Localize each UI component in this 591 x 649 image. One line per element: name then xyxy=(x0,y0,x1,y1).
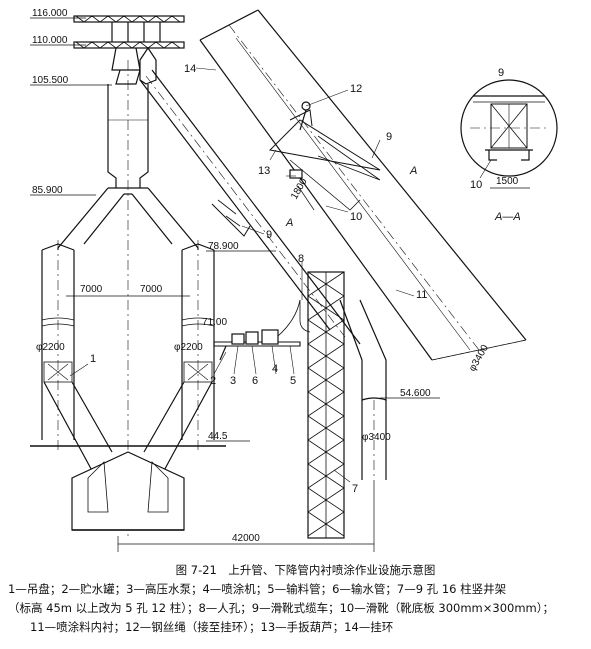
dimension-lines xyxy=(30,17,530,552)
dim-7000-right: 7000 xyxy=(140,284,163,295)
lower-base xyxy=(30,381,226,531)
elevation-110: 110.000 xyxy=(32,35,68,46)
part-9-lower: 9 xyxy=(266,229,272,241)
part-2: 2 xyxy=(210,375,216,387)
right-riser xyxy=(339,299,387,480)
top-platforms xyxy=(73,15,185,85)
part-3: 3 xyxy=(230,375,236,387)
elevation-78: 78.900 xyxy=(208,241,239,252)
part-9-section: 9 xyxy=(498,67,504,79)
inclined-downcomer xyxy=(139,69,361,345)
caption-line-1: 1—吊盘；2—贮水罐；3—高压水泵；4—喷涂机；5—输料管；6—输水管；7—9 … xyxy=(8,582,507,596)
elevation-44: 44.5 xyxy=(208,431,228,442)
caption-line-3: 11—喷涂料内衬；12—钢丝绳（接至挂环）；13—手扳葫芦；14—挂环 xyxy=(30,620,394,634)
elevation-54: 54.600 xyxy=(400,388,431,399)
part-6: 6 xyxy=(252,375,258,387)
engineering-diagram: 116.000 110.000 105.500 85.900 78.900 71… xyxy=(30,8,558,552)
part-12: 12 xyxy=(350,83,362,95)
right-leg xyxy=(181,240,215,450)
part-4: 4 xyxy=(272,363,278,375)
shaft-frame xyxy=(307,271,345,539)
leader-lines xyxy=(69,67,492,483)
part-11: 11 xyxy=(416,289,427,301)
dim-2200-left: φ2200 xyxy=(36,342,65,353)
dim-1800: 1800 xyxy=(289,176,310,201)
dim-42000: 42000 xyxy=(232,533,260,544)
section-mark-a2: A xyxy=(285,217,293,229)
elevation-85: 85.900 xyxy=(32,185,63,196)
part-13: 13 xyxy=(258,165,270,177)
dim-2200-right: φ2200 xyxy=(174,342,203,353)
part-10: 10 xyxy=(350,211,362,223)
figure-caption: 图 7-21 上升管、下降管内衬喷涂作业设施示意图 1—吊盘；2—贮水罐；3—高… xyxy=(0,561,591,637)
dim-7000-left: 7000 xyxy=(80,284,103,295)
cable-car-upper xyxy=(268,101,381,211)
elevation-71: 71.00 xyxy=(202,317,227,328)
part-9-upper: 9 xyxy=(386,131,392,143)
caption-line-2: （标高 45m 以上改为 5 孔 12 柱）；8—人孔；9—滑靴式缆车；10—滑… xyxy=(8,601,554,615)
cable-car-lower xyxy=(211,199,251,237)
part-8: 8 xyxy=(298,253,304,265)
part-5: 5 xyxy=(290,375,296,387)
part-10-section: 10 xyxy=(470,179,482,191)
section-labels: A A A—A xyxy=(285,165,521,229)
part-14: 14 xyxy=(184,63,196,75)
dim-1500: 1500 xyxy=(496,176,519,187)
part-7: 7 xyxy=(352,483,358,495)
caption-title: 图 7-21 上升管、下降管内衬喷涂作业设施示意图 xyxy=(175,563,436,577)
elevation-105: 105.500 xyxy=(32,75,69,86)
left-leg xyxy=(41,240,75,450)
elevation-116: 116.000 xyxy=(32,8,68,19)
section-a-a xyxy=(460,79,558,177)
section-title: A—A xyxy=(494,211,521,223)
dim-3400-vertical: φ3400 xyxy=(362,432,391,443)
section-mark-a1: A xyxy=(409,165,417,177)
elevation-labels: 116.000 110.000 105.500 85.900 78.900 71… xyxy=(32,8,431,442)
dim-3400-inclined: φ3400 xyxy=(467,343,491,374)
part-number-labels: 1 2 3 4 5 6 7 8 9 9 9 10 10 11 12 13 14 xyxy=(90,63,504,495)
spray-equipment xyxy=(213,299,301,361)
part-1: 1 xyxy=(90,353,96,365)
